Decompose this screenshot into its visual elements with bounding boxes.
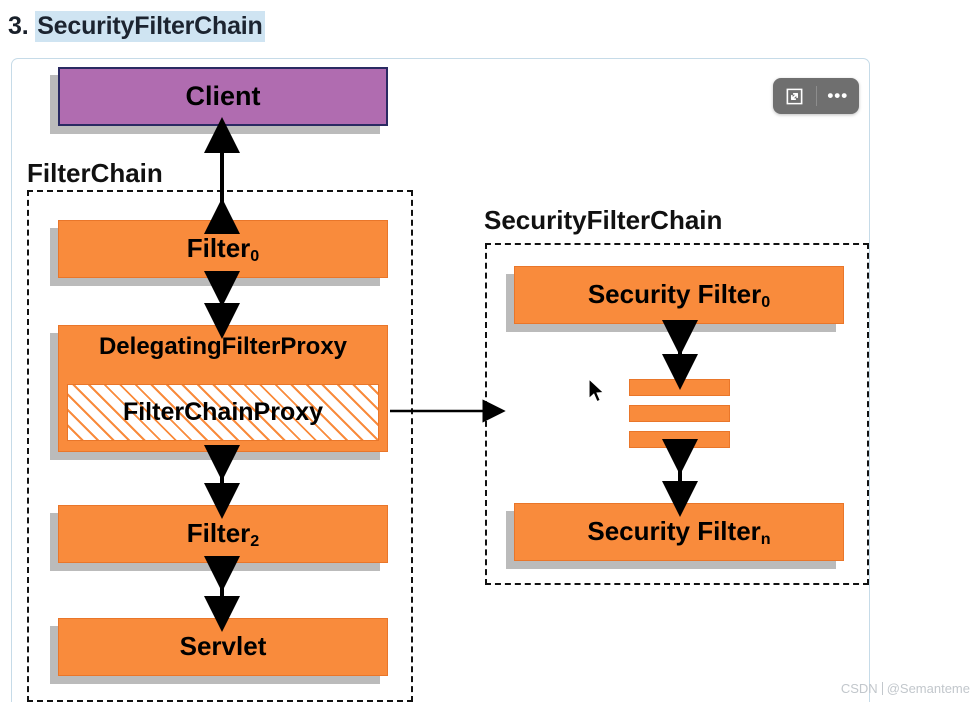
node-label: Filter0 xyxy=(186,233,260,265)
floating-toolbar[interactable]: ••• xyxy=(773,78,859,114)
node-label: Security Filtern xyxy=(587,516,771,548)
group-label-filterchain: FilterChain xyxy=(27,158,163,188)
node-security-filter-0[interactable]: Security Filter0 xyxy=(506,266,844,332)
expand-button[interactable] xyxy=(773,78,816,114)
ellipsis-bar-3 xyxy=(629,431,730,448)
watermark: CSDN @Semanteme xyxy=(841,681,970,696)
node-security-filter-n[interactable]: Security Filtern xyxy=(506,503,844,569)
watermark-brand: CSDN xyxy=(840,681,878,696)
ellipsis-bar-2 xyxy=(629,405,730,422)
expand-icon xyxy=(786,88,803,104)
page-title: 3. SecurityFilterChain xyxy=(8,11,265,42)
node-label: Servlet xyxy=(179,631,267,662)
node-face xyxy=(514,503,844,561)
node-label: Filter2 xyxy=(186,518,260,550)
ellipsis-bar-1 xyxy=(629,379,730,396)
watermark-author: @Semanteme xyxy=(886,681,970,696)
node-servlet[interactable]: Servlet xyxy=(50,618,388,684)
page-title-number: 3. xyxy=(8,12,29,40)
node-label: DelegatingFilterProxy xyxy=(98,333,348,360)
page-title-highlight: SecurityFilterChain xyxy=(35,11,265,42)
more-icon: ••• xyxy=(827,86,849,105)
node-client[interactable]: Client xyxy=(50,67,388,134)
node-label: FilterChainProxy xyxy=(122,398,324,426)
toolbar-divider xyxy=(815,86,817,106)
node-face xyxy=(514,266,844,324)
node-filter-2[interactable]: Filter2 xyxy=(50,505,388,571)
group-label-securityfilterchain: SecurityFilterChain xyxy=(484,205,723,235)
node-label: Client xyxy=(185,81,261,112)
more-options-button[interactable]: ••• xyxy=(817,78,860,114)
node-label: Security Filter0 xyxy=(587,279,771,311)
node-filter-chain-proxy[interactable]: FilterChainProxy xyxy=(67,384,379,441)
node-filter-0[interactable]: Filter0 xyxy=(50,220,388,286)
watermark-divider xyxy=(881,682,883,695)
